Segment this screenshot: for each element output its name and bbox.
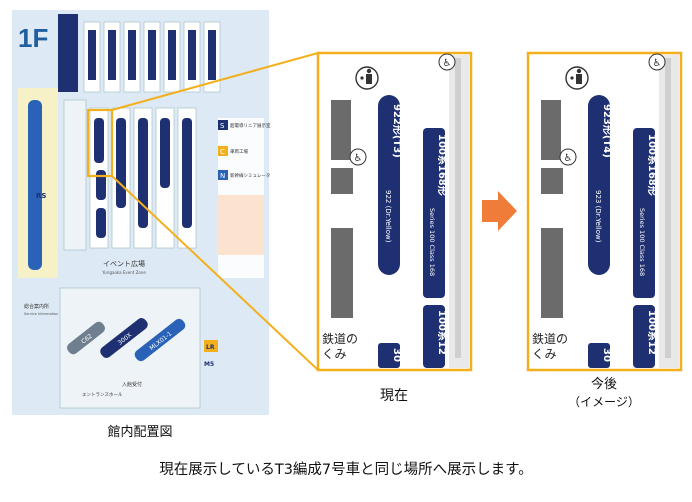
vehicle-30-label: 30 bbox=[391, 348, 402, 362]
vehicle-100-sublabel: Series 100 Class 168 bbox=[638, 208, 646, 276]
zoom-connector-top bbox=[111, 52, 319, 111]
vehicle-100-sublabel: Series 100 Class 168 bbox=[428, 208, 436, 276]
vehicle-100-lower bbox=[423, 305, 445, 368]
svg-text:N: N bbox=[220, 172, 225, 180]
vehicle-100-lower-label: 100系12 bbox=[646, 310, 659, 355]
future-caption: 今後 bbox=[591, 376, 617, 392]
vehicle-t4-sublabel: 923 (Dr.Yellow) bbox=[594, 190, 602, 243]
vehicle-t4-label: 923形(T4) bbox=[601, 104, 613, 158]
vehicle-marker-t3 bbox=[378, 95, 400, 275]
zoom-connector-bottom bbox=[111, 175, 319, 371]
vehicle-30-marker bbox=[588, 343, 610, 368]
left-train bbox=[28, 100, 42, 270]
svg-text:超電導リニア展示室: 超電導リニア展示室 bbox=[230, 122, 271, 129]
vehicle-30-marker bbox=[378, 343, 400, 368]
svg-text:車両工場: 車両工場 bbox=[230, 148, 248, 155]
current-caption: 現在 bbox=[380, 388, 408, 404]
vehicle-100-lower-label: 100系12 bbox=[436, 310, 449, 355]
event-plaza-label: イベント広場 bbox=[103, 259, 145, 268]
future-caption-sub: （イメージ） bbox=[568, 395, 640, 409]
wheelchair-icon-mid: ♿ bbox=[354, 153, 363, 164]
floor-map-caption: 館内配置図 bbox=[107, 424, 172, 440]
wheelchair-icon-mid: ♿ bbox=[564, 153, 573, 164]
future-panel: ♿ ♿ 923形(T4) 923 (Dr.Yellow) 100系168形 Se… bbox=[526, 51, 683, 372]
corner-text-line1: 鉄道の bbox=[322, 331, 358, 346]
vehicle-t3-sublabel: 922 (Dr.Yellow) bbox=[384, 190, 392, 243]
transition-arrow-icon bbox=[482, 191, 517, 231]
vehicle-100-lower bbox=[633, 305, 655, 368]
svg-text:新幹線シミュレータ: 新幹線シミュレータ bbox=[230, 172, 270, 179]
vehicle-marker-t4 bbox=[588, 95, 610, 275]
vehicle-100-series bbox=[423, 128, 445, 298]
vehicle-t3-label: 922形(T3) bbox=[391, 104, 403, 158]
current-panel: ♿ ♿ 922形(T3) 922 (Dr.Yellow) 100系168形 Se… bbox=[316, 51, 473, 372]
map-track-rows bbox=[58, 14, 221, 93]
svg-text:C: C bbox=[220, 148, 225, 156]
map-legend: S 超電導リニア展示室 C 車両工場 N 新幹線シミュレータ bbox=[218, 118, 271, 278]
lower-hall bbox=[59, 287, 201, 409]
wheelchair-icon-top: ♿ bbox=[653, 58, 662, 69]
svg-text:S: S bbox=[220, 122, 225, 130]
map-highlight-box bbox=[86, 108, 114, 178]
footer-text: 現在展示しているT3編成7号車と同じ場所へ展示します。 bbox=[159, 461, 532, 478]
vehicle-30-label: 30 bbox=[601, 348, 612, 362]
floor-label: 1F bbox=[18, 23, 48, 53]
service-desk-label: 総合案内所 bbox=[24, 303, 49, 310]
lr-label: LR bbox=[206, 344, 215, 351]
zone-rs-label: RS bbox=[36, 192, 46, 200]
map-middle-columns bbox=[63, 99, 197, 251]
service-desk-en-label: Service Information bbox=[24, 312, 58, 316]
vehicle-100-series bbox=[633, 128, 655, 298]
event-plaza-en-label: Yurigaoka Event Zone bbox=[101, 270, 146, 275]
m5-label: M5 bbox=[204, 361, 214, 368]
entrance-hall-label: エントランスホール bbox=[82, 392, 123, 398]
wheelchair-icon-top: ♿ bbox=[443, 58, 452, 69]
floor-map: 1F bbox=[12, 10, 271, 440]
vehicle-100-label: 100系168形 bbox=[436, 134, 449, 196]
vehicle-100-label: 100系168形 bbox=[646, 134, 659, 196]
corner-text-line1: 鉄道の bbox=[532, 331, 568, 346]
corner-text-line2: くみ bbox=[322, 347, 346, 361]
entrance-label: 入館受付 bbox=[122, 381, 142, 388]
corner-text-line2: くみ bbox=[532, 347, 556, 361]
lr-badge bbox=[204, 340, 218, 352]
